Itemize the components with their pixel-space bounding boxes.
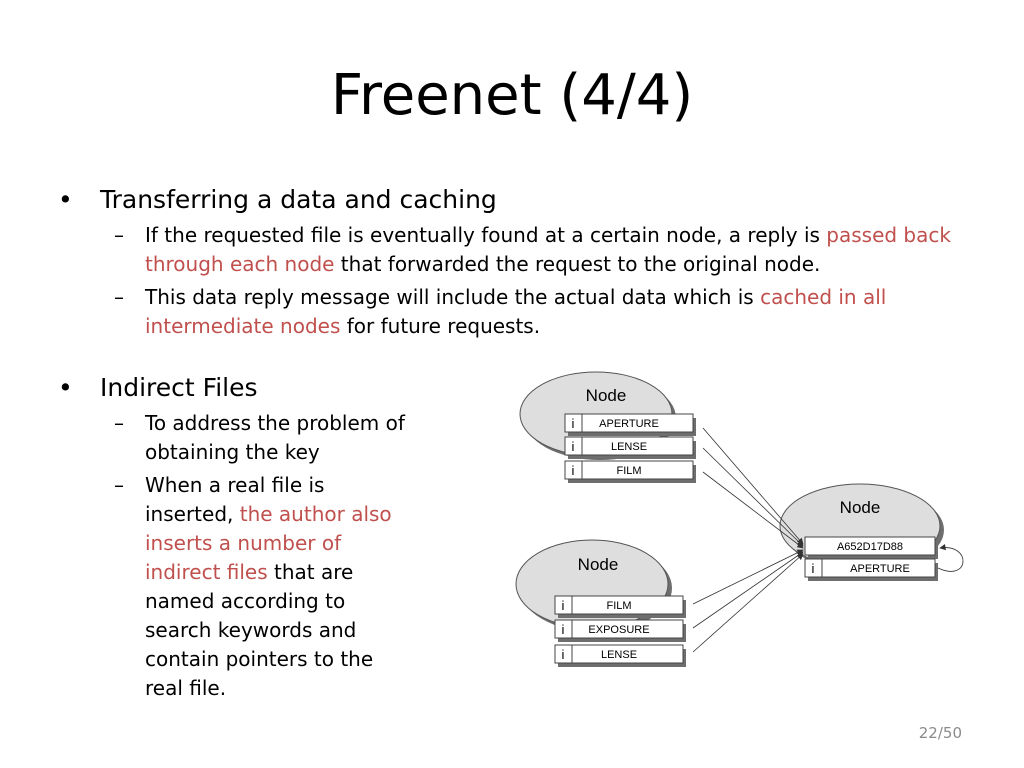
file-entry: i FILM — [554, 595, 686, 618]
sub-bullet: –This data reply message will include th… — [58, 283, 978, 341]
dash-icon: – — [114, 285, 124, 309]
indirect-marker: i — [572, 416, 575, 431]
node-label: Node — [586, 386, 627, 405]
key-entry: A652D17D88 — [804, 536, 938, 559]
dash-icon: – — [114, 473, 124, 497]
file-name: FILM — [606, 600, 631, 612]
bullet-dot-icon: • — [58, 373, 73, 402]
sub-bullet: –To address the problem of obtaining the… — [58, 409, 410, 467]
file-entry: i LENSE — [554, 644, 686, 667]
file-name: APERTURE — [599, 418, 659, 430]
pointer-arrow — [692, 549, 804, 605]
highlight-text: cached in all intermediate nodes — [145, 285, 887, 338]
file-name: EXPOSURE — [588, 624, 649, 636]
file-key: A652D17D88 — [837, 541, 903, 553]
indirect-marker: i — [562, 598, 565, 613]
pointer-arrow — [702, 471, 804, 549]
sub-text: that are named according to search keywo… — [145, 560, 374, 700]
bullet-heading: Indirect Files — [100, 373, 258, 402]
node-label: Node — [840, 498, 881, 517]
slide-title: Freenet (4/4) — [330, 63, 694, 128]
indirect-marker: i — [812, 561, 815, 576]
node-label: Node — [578, 555, 619, 574]
sub-text: that forwarded the request to the origin… — [334, 252, 821, 276]
bullet-transferring: • Transferring a data and caching — [58, 183, 978, 217]
sub-text: When a real file is inserted, — [145, 473, 325, 526]
bullet-indirect-files: • Indirect Files — [58, 371, 978, 405]
sub-text: If the requested file is eventually foun… — [145, 223, 827, 247]
pointer-arrow — [692, 553, 804, 653]
highlight-text: the author also inserts a number of indi… — [145, 502, 392, 584]
indirect-marker: i — [572, 463, 575, 478]
self-pointer-arrow — [937, 543, 964, 572]
sub-bullet: –If the requested file is eventually fou… — [58, 221, 978, 279]
file-name: APERTURE — [850, 563, 910, 575]
bullet-dot-icon: • — [58, 185, 73, 214]
bullet-heading: Transferring a data and caching — [100, 185, 497, 214]
dash-icon: – — [114, 223, 124, 247]
indirect-marker: i — [562, 647, 565, 662]
file-entry: i EXPOSURE — [554, 619, 686, 642]
sub-text: This data reply message will include the… — [145, 285, 761, 309]
dash-icon: – — [114, 411, 124, 435]
file-entry: i LENSE — [564, 436, 696, 459]
indirect-marker: i — [562, 622, 565, 637]
highlight-text: passed back through each node — [145, 223, 951, 276]
indirect-marker: i — [572, 439, 575, 454]
sub-text: To address the problem of obtaining the … — [145, 411, 405, 464]
sub-text: for future requests. — [340, 314, 541, 338]
file-entry: i APERTURE — [804, 558, 938, 581]
node-b: Node — [515, 539, 672, 632]
freenet-indirect-files-diagram: Node i APERTURE i LENSE i FILM Node i FI… — [515, 371, 964, 667]
pointer-arrow — [702, 427, 804, 545]
pointer-arrows — [692, 427, 964, 653]
file-name: LENSE — [601, 649, 637, 661]
sub-bullet: –When a real file is inserted, the autho… — [58, 471, 410, 703]
pointer-arrow — [702, 447, 804, 547]
file-entry: i FILM — [564, 460, 696, 483]
file-name: FILM — [616, 465, 641, 477]
pointer-arrow — [692, 551, 804, 629]
bullet-list: • Transferring a data and caching –If th… — [58, 183, 978, 703]
page-number: 22/50 — [918, 724, 962, 742]
file-name: LENSE — [611, 441, 647, 453]
file-entry: i APERTURE — [564, 413, 696, 436]
